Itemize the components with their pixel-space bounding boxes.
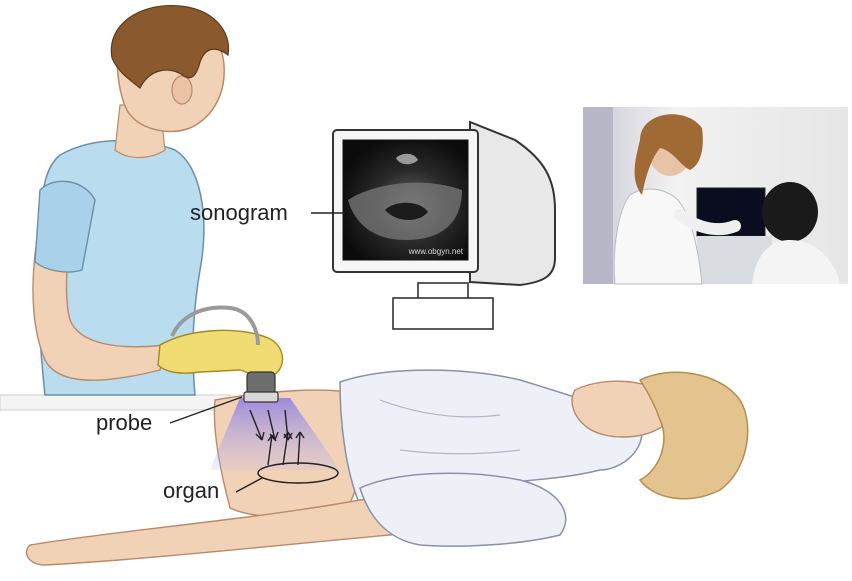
ultrasound-monitor: www.obgyn.net bbox=[333, 122, 555, 329]
label-sonogram: sonogram bbox=[190, 200, 288, 225]
monitor-back bbox=[470, 122, 555, 285]
monitor-base bbox=[393, 298, 493, 329]
photo-curtain bbox=[583, 107, 613, 284]
exam-table bbox=[0, 395, 230, 410]
photo-patient-head bbox=[762, 182, 818, 242]
label-organ: organ bbox=[163, 478, 219, 503]
examiner-ear bbox=[172, 76, 192, 104]
clinic-photo bbox=[583, 107, 848, 284]
probe bbox=[244, 372, 278, 402]
patient-hair bbox=[640, 372, 748, 498]
label-probe: probe bbox=[96, 410, 152, 435]
monitor-neck bbox=[418, 283, 468, 299]
monitor-watermark: www.obgyn.net bbox=[408, 247, 464, 256]
probe-head bbox=[244, 392, 278, 402]
probe-handle bbox=[247, 372, 275, 394]
examiner-glove bbox=[158, 330, 283, 377]
